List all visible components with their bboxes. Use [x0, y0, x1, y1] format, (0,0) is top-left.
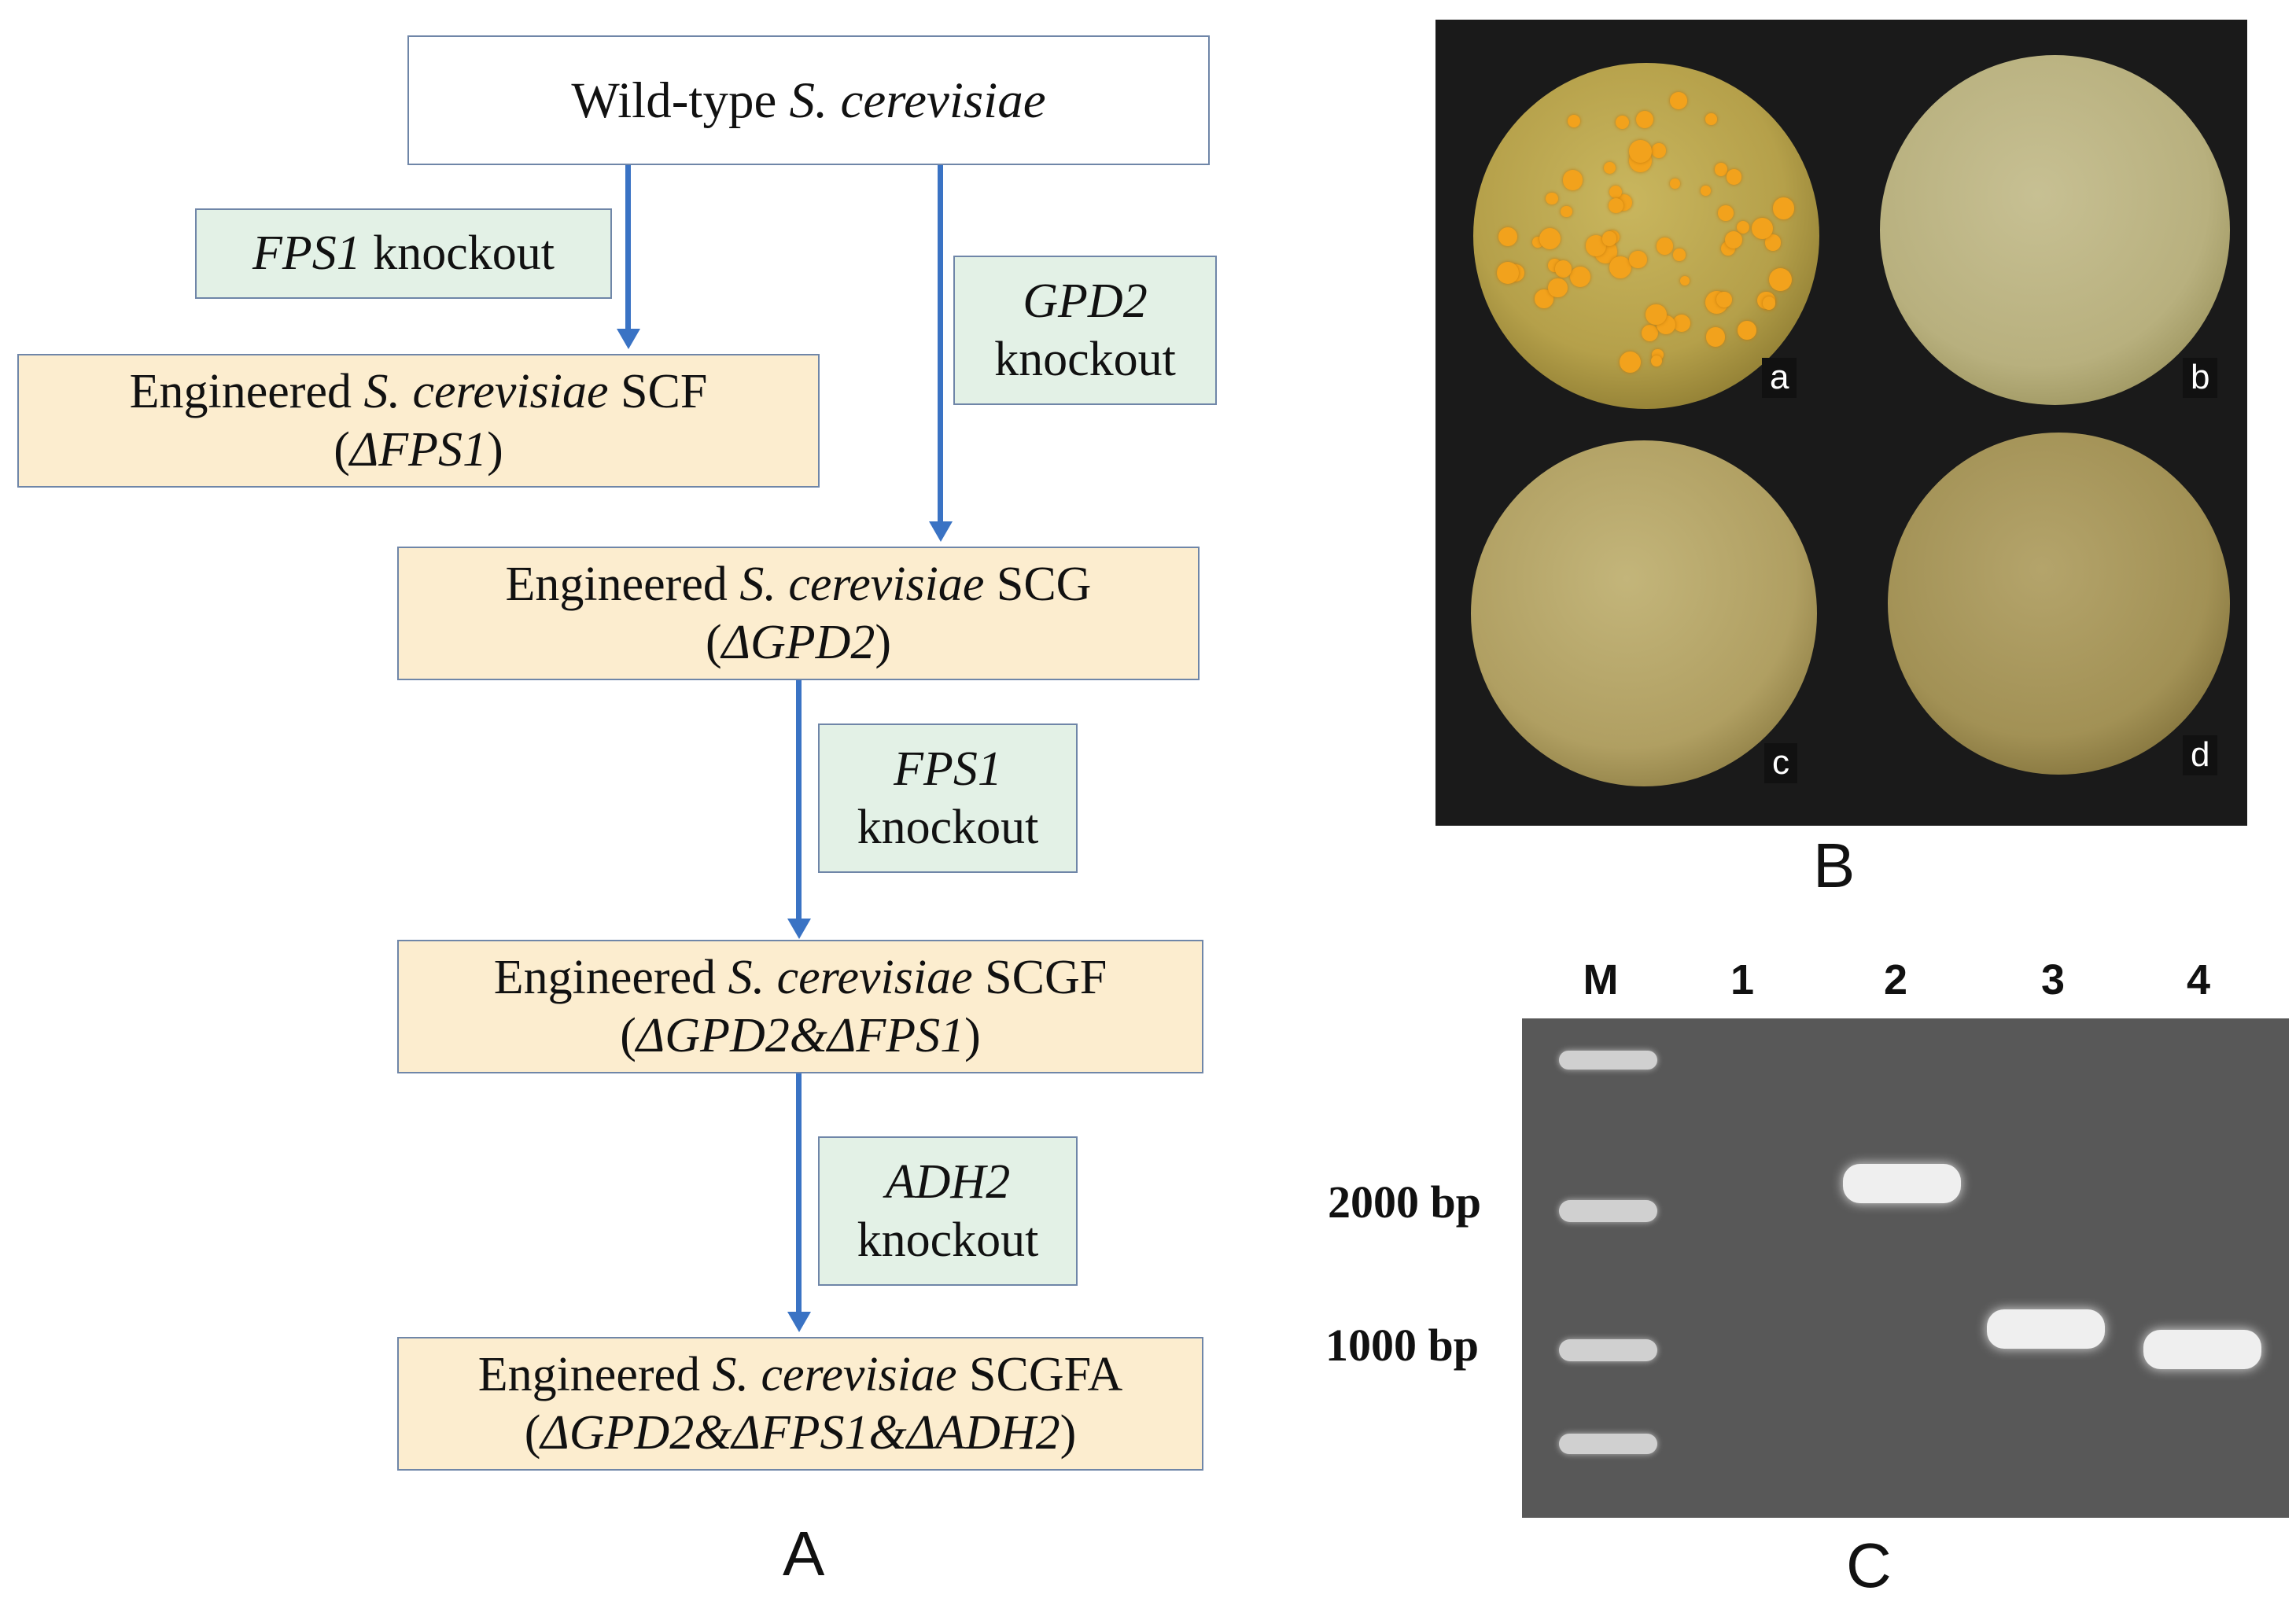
petri-dish-b	[1880, 55, 2230, 405]
petri-dish-photo: a b c d	[1435, 20, 2247, 826]
petri-dish-c	[1471, 440, 1817, 786]
yeast-colony	[1772, 197, 1795, 219]
dish-label-c: c	[1764, 743, 1797, 783]
yeast-colony	[1642, 324, 1659, 341]
yeast-colony	[1705, 113, 1717, 125]
dish-label-a: a	[1762, 358, 1797, 398]
yeast-colony	[1705, 327, 1726, 347]
lane-2-band	[1843, 1164, 1961, 1203]
yeast-colony	[1673, 249, 1686, 261]
yeast-colony	[1546, 192, 1558, 204]
petri-dish-d	[1888, 433, 2230, 775]
yeast-colony	[1535, 289, 1553, 308]
yeast-colony	[1609, 256, 1632, 278]
yeast-colony	[1608, 198, 1623, 214]
yeast-colony	[1560, 205, 1572, 218]
yeast-colony	[1635, 110, 1653, 128]
yeast-colony	[1629, 140, 1652, 164]
lane-3-band	[1987, 1309, 2105, 1349]
strain-scgfa-box: Engineered S. cerevisiae SCGFA (ΔGPD2&ΔF…	[397, 1337, 1203, 1471]
yeast-colony	[1656, 237, 1674, 255]
yeast-colony	[1680, 275, 1690, 285]
ladder-band-2000	[1559, 1200, 1657, 1222]
yeast-colony	[1737, 321, 1756, 341]
lane-4-band	[2143, 1330, 2261, 1369]
yeast-colony	[1562, 170, 1583, 191]
strain-scg-box: Engineered S. cerevisiae SCG (ΔGPD2)	[397, 547, 1200, 680]
yeast-colony	[1629, 250, 1647, 269]
lane-label-2: 2	[1883, 956, 1908, 1003]
yeast-colony	[1670, 179, 1681, 189]
yeast-colony	[1497, 262, 1520, 284]
fps1-knockout-box-1: FPS1 knockout	[195, 208, 612, 299]
yeast-colony	[1567, 115, 1580, 128]
yeast-colony	[1602, 231, 1617, 246]
yeast-colony	[1736, 220, 1750, 234]
yeast-colony	[1751, 218, 1773, 240]
lane-label-3: 3	[2040, 956, 2066, 1003]
gpd2-knockout-box: GPD2 knockout	[953, 256, 1217, 405]
arrow-to-scf	[625, 165, 631, 330]
dish-label-b: b	[2183, 358, 2218, 398]
yeast-colony	[1726, 169, 1742, 185]
fps1-knockout-box-2: FPS1 knockout	[818, 723, 1078, 873]
strain-scf-box: Engineered S. cerevisiae SCF (ΔFPS1)	[17, 354, 820, 488]
panel-a-letter: A	[783, 1519, 825, 1589]
yeast-colony	[1763, 296, 1776, 310]
yeast-colony	[1651, 355, 1663, 367]
yeast-colony	[1670, 91, 1687, 109]
size-label-2000bp: 2000 bp	[1328, 1176, 1482, 1228]
ladder-band-bottom	[1559, 1434, 1657, 1454]
size-label-1000bp: 1000 bp	[1325, 1320, 1480, 1371]
yeast-colony	[1609, 186, 1622, 199]
yeast-colony	[1539, 227, 1561, 249]
panel-c-letter: C	[1846, 1530, 1892, 1600]
arrow-to-scgf	[796, 680, 802, 920]
arrow-to-scgfa	[796, 1073, 802, 1313]
yeast-colony	[1718, 204, 1734, 221]
yeast-colony	[1768, 267, 1793, 292]
yeast-colony	[1548, 278, 1568, 298]
yeast-colony	[1701, 186, 1711, 196]
lane-label-1: 1	[1730, 956, 1755, 1003]
agarose-gel	[1522, 1018, 2289, 1518]
adh2-knockout-box: ADH2 knockout	[818, 1136, 1078, 1286]
yeast-colony	[1570, 267, 1591, 288]
yeast-colony	[1646, 304, 1667, 325]
yeast-colony	[1498, 227, 1517, 247]
yeast-colony	[1616, 115, 1629, 129]
yeast-colony	[1724, 230, 1743, 249]
ladder-band-top	[1559, 1051, 1657, 1070]
arrow-to-scg	[938, 165, 943, 523]
yeast-colony	[1554, 260, 1572, 278]
lane-label-m: M	[1583, 956, 1619, 1003]
lane-label-4: 4	[2186, 956, 2211, 1003]
yeast-colony	[1672, 315, 1690, 333]
yeast-colony	[1714, 163, 1727, 176]
panel-b-letter: B	[1813, 830, 1856, 900]
ladder-band-1000	[1559, 1339, 1657, 1361]
yeast-colony	[1764, 234, 1781, 251]
wild-type-box: Wild-type S. cerevisiae	[407, 35, 1210, 165]
yeast-colony	[1716, 292, 1732, 307]
dish-label-d: d	[2183, 735, 2218, 775]
yeast-colony	[1651, 143, 1666, 158]
strain-scgf-box: Engineered S. cerevisiae SCGF (ΔGPD2&ΔFP…	[397, 940, 1203, 1073]
yeast-colony	[1619, 351, 1642, 374]
yeast-colony	[1604, 162, 1616, 175]
